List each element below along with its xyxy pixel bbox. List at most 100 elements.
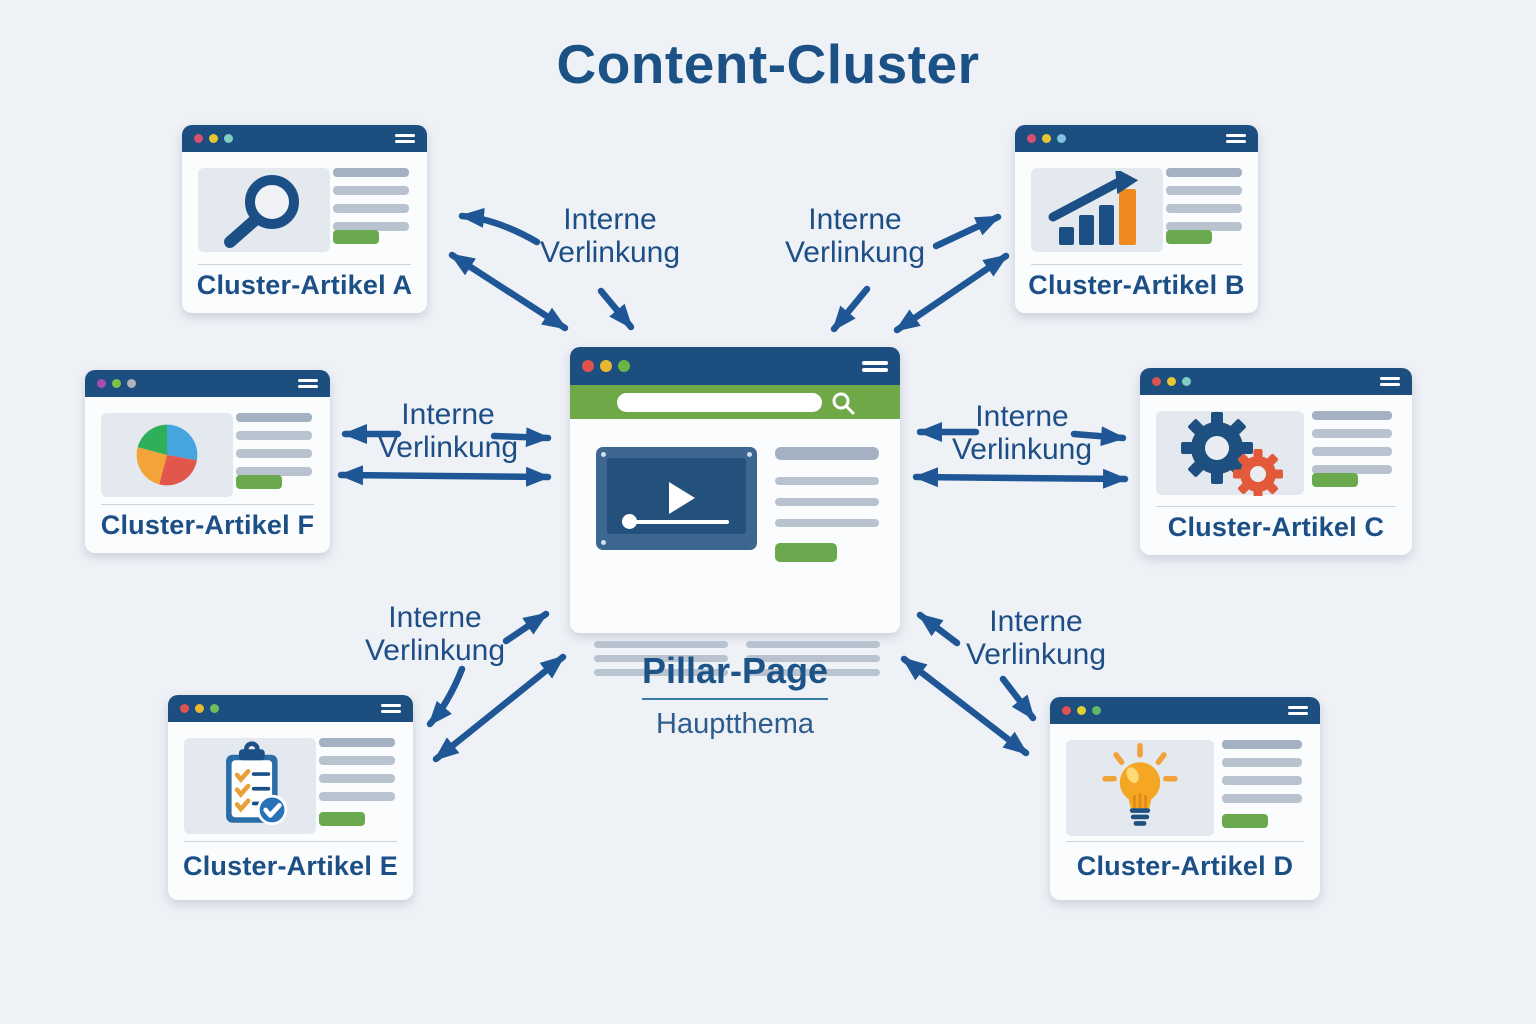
thumbnail-panel (1066, 740, 1214, 836)
pillar-page-window (570, 347, 900, 676)
lightbulb-icon (1102, 742, 1178, 826)
text-placeholder-lines (333, 168, 409, 240)
window-dots (582, 360, 630, 372)
menu-icon (298, 379, 318, 388)
progress-knob (622, 514, 637, 529)
window-dot (1167, 377, 1176, 386)
text-line-placeholder (594, 669, 728, 676)
window-dot (127, 379, 136, 388)
divider (1156, 506, 1396, 507)
card-label: Cluster-Artikel F (100, 510, 315, 540)
text-line-placeholder (236, 467, 312, 476)
text-placeholder-lines (236, 413, 312, 485)
text-line-placeholder (1166, 186, 1242, 195)
text-line-placeholder (333, 204, 409, 213)
text-line-placeholder (1312, 447, 1392, 456)
cluster-card-d: Cluster-Artikel D (1050, 697, 1320, 900)
window-dots (1062, 706, 1101, 715)
text-line-placeholder (236, 413, 312, 422)
text-line-placeholder (1166, 168, 1242, 177)
screw-dot (601, 540, 606, 545)
window-titlebar (1050, 697, 1320, 724)
arrow-to-pillar-from-b (830, 285, 871, 333)
thumbnail-panel (101, 413, 233, 497)
screw-dot (601, 452, 606, 457)
window-dot (1182, 377, 1191, 386)
text-line-placeholder (1312, 411, 1392, 420)
menu-icon (395, 134, 415, 143)
text-placeholder-lines (594, 641, 728, 683)
text-placeholder-lines (746, 641, 880, 683)
text-line-placeholder (319, 774, 395, 783)
divider (198, 264, 411, 265)
text-line-placeholder (1222, 776, 1302, 785)
window-dots (1027, 134, 1066, 143)
card-label: Cluster-Artikel E (183, 851, 398, 881)
text-placeholder-lines (319, 738, 395, 810)
cluster-card-b: Cluster-Artikel B (1015, 125, 1258, 313)
arrow-e-pillar-bidirectional (432, 653, 567, 763)
divider (184, 841, 397, 842)
pie-chart-icon (136, 424, 198, 486)
magnifier-icon (224, 175, 299, 248)
window-dot (600, 360, 612, 372)
button-placeholder (236, 475, 282, 489)
video-progress-bar (622, 514, 729, 529)
window-titlebar (570, 347, 900, 385)
arrow-c-pillar-bidirectional (912, 467, 1129, 489)
text-line-placeholder (775, 477, 879, 485)
diagram-title: Content-Cluster (556, 33, 980, 95)
window-dot (582, 360, 594, 372)
window-dot (180, 704, 189, 713)
card-body: Cluster-Artikel E (168, 722, 413, 900)
divider (101, 504, 314, 505)
text-line-placeholder (333, 168, 409, 177)
pillar-content (570, 419, 900, 676)
window-dot (195, 704, 204, 713)
window-titlebar (85, 370, 330, 397)
text-placeholder-lines (775, 447, 879, 562)
checklist-icon (226, 741, 288, 826)
text-line-placeholder (1222, 758, 1302, 767)
text-line-placeholder (319, 792, 395, 801)
text-line-placeholder (775, 519, 879, 527)
text-line-placeholder (1222, 794, 1302, 803)
button-placeholder (319, 812, 365, 826)
arrow-to-card-e (426, 665, 466, 728)
card-body: Cluster-Artikel C (1140, 395, 1412, 555)
window-dot (1027, 134, 1036, 143)
menu-icon (1226, 134, 1246, 143)
cluster-card-e: Cluster-Artikel E (168, 695, 413, 900)
window-dots (180, 704, 219, 713)
text-line-placeholder (333, 186, 409, 195)
divider (1066, 841, 1304, 842)
window-dot (224, 134, 233, 143)
window-dot (1057, 134, 1066, 143)
text-line-placeholder (236, 431, 312, 440)
text-line-placeholder (319, 756, 395, 765)
window-titlebar (182, 125, 427, 152)
button-placeholder (1312, 473, 1358, 487)
window-dot (1042, 134, 1051, 143)
pillar-caption: Pillar-Page Hauptthema (570, 650, 900, 741)
button-placeholder (333, 230, 379, 244)
text-line-placeholder (746, 641, 880, 648)
text-line-placeholder (746, 669, 880, 676)
arrow-d-pillar-bidirectional (900, 655, 1030, 757)
search-input (617, 393, 822, 412)
cluster-card-a: Cluster-Artikel A (182, 125, 427, 313)
text-placeholder-lines (1166, 168, 1242, 240)
window-dots (1152, 377, 1191, 386)
search-bar (570, 385, 900, 419)
video-screen (607, 458, 746, 534)
gears-icon (1181, 412, 1283, 496)
button-placeholder (1222, 814, 1268, 828)
card-body: Cluster-Artikel B (1015, 152, 1258, 313)
